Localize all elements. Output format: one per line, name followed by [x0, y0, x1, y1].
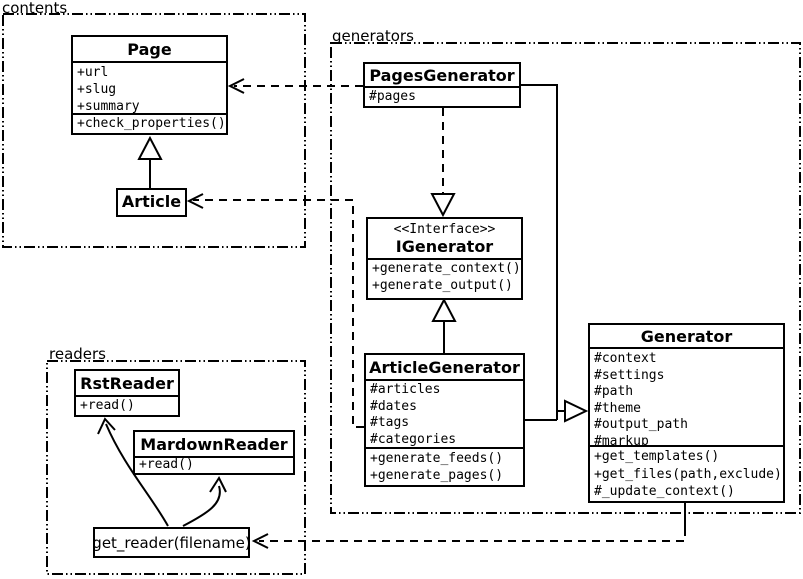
- package-border-contents: [2, 13, 306, 248]
- package-label-readers: readers: [49, 345, 106, 363]
- class-box-article: Article: [116, 188, 187, 217]
- dependency-generator-to-getreader: [251, 503, 686, 549]
- inheritance-article-to-page: [137, 135, 163, 188]
- attribute: #tags: [370, 415, 410, 430]
- attribute: #articles: [370, 382, 441, 397]
- dependency-pagesgenerator-to-page: [227, 78, 363, 94]
- package-label-contents: contents: [2, 0, 68, 17]
- attributes-section: #pages: [365, 86, 519, 106]
- method: +generate_feeds(): [370, 450, 504, 466]
- attribute: #pages: [369, 89, 416, 104]
- attribute: #path: [594, 384, 634, 399]
- class-title-mardownreader: MardownReader: [140, 435, 288, 454]
- method: +read(): [139, 457, 194, 472]
- class-box-generator: Generator #context #settings #path #them…: [588, 323, 785, 503]
- methods-section: +generate_feeds() +generate_pages(): [366, 446, 523, 485]
- class-title-pagesgenerator: PagesGenerator: [369, 66, 515, 85]
- class-title-page: Page: [127, 40, 172, 59]
- package-border-readers: [46, 360, 306, 575]
- attributes-section: #context #settings #path #theme #output_…: [590, 347, 783, 445]
- attribute: #categories: [370, 431, 457, 447]
- class-header-igenerator: <<Interface>> IGenerator: [368, 219, 521, 258]
- method: +generate_pages(): [370, 467, 504, 483]
- methods-section: +get_templates() +get_files(path,exclude…: [590, 445, 783, 501]
- method: +generate_context(): [372, 261, 521, 276]
- arrow-getreader-to-rstreader: [97, 417, 169, 527]
- attribute: #dates: [370, 398, 417, 414]
- method: +get_files(path,exclude): [594, 466, 782, 482]
- class-title-generator: Generator: [640, 327, 733, 346]
- class-title-article: Article: [121, 192, 182, 211]
- package-border-generators: [330, 42, 801, 514]
- class-box-mardownreader: MardownReader +read(): [133, 430, 295, 475]
- arrow-getreader-to-mardownreader: [182, 475, 227, 527]
- stereotype-label: <<Interface>>: [393, 222, 496, 237]
- class-box-pagesgenerator: PagesGenerator #pages: [363, 62, 521, 108]
- inheritance-articlegenerator-to-igenerator: [431, 297, 457, 353]
- methods-section: +read(): [135, 456, 293, 473]
- methods-section: +generate_context() +generate_output(): [368, 258, 521, 298]
- methods-section: +check_properties(): [73, 112, 226, 134]
- attribute: #context: [594, 351, 657, 366]
- class-box-igenerator: <<Interface>> IGenerator +generate_conte…: [366, 217, 523, 300]
- method: #_update_context(): [594, 483, 735, 499]
- attributes-section: #articles #dates #tags #categories: [366, 379, 523, 447]
- attribute: +summary: [77, 99, 140, 113]
- class-box-page: Page +url +slug +summary +check_properti…: [71, 35, 228, 135]
- method: +read(): [80, 398, 135, 413]
- attribute: #settings: [594, 367, 665, 383]
- class-title-articlegenerator: ArticleGenerator: [369, 358, 520, 377]
- class-title-igenerator: IGenerator: [395, 237, 494, 256]
- methods-section: +read(): [76, 395, 178, 415]
- method: +check_properties(): [77, 115, 226, 131]
- method: +generate_output(): [372, 277, 513, 293]
- attribute: +url: [77, 65, 109, 80]
- package-label-generators: generators: [332, 27, 414, 45]
- realization-pagesgenerator-to-igenerator: [430, 108, 456, 218]
- attribute: #output_path: [594, 417, 688, 432]
- class-box-rstreader: RstReader +read(): [74, 369, 180, 417]
- class-box-articlegenerator: ArticleGenerator #articles #dates #tags …: [364, 353, 525, 487]
- class-title-rstreader: RstReader: [80, 374, 174, 393]
- attribute: +slug: [77, 82, 117, 98]
- inheritance-generators-to-generator: [521, 84, 589, 423]
- attribute: #markup: [594, 433, 649, 446]
- attributes-section: +url +slug +summary: [73, 61, 226, 113]
- dependency-articlegenerator-to-article: [186, 193, 364, 428]
- method: +get_templates(): [594, 449, 720, 465]
- attribute: #theme: [594, 400, 641, 416]
- function-box-get-reader: get_reader(filename): [92, 527, 251, 558]
